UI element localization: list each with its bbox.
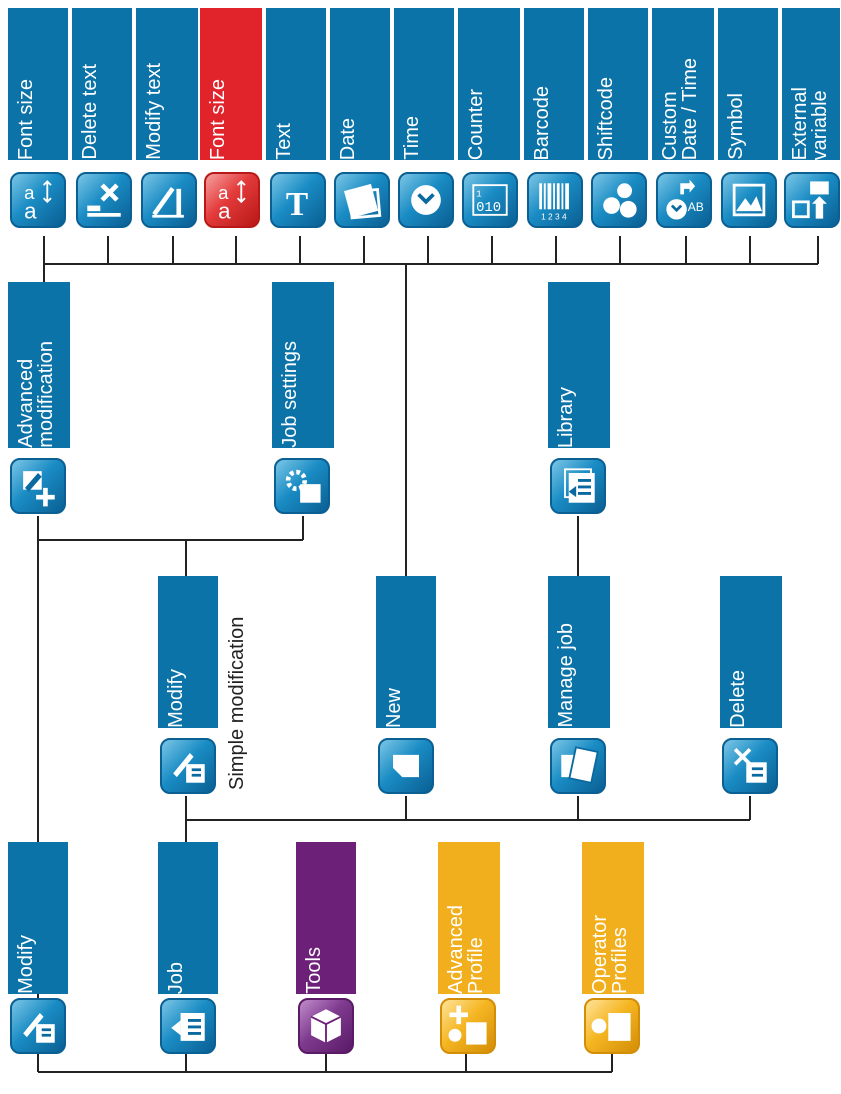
tools-cube-icon[interactable] [298,998,354,1054]
external-variable-icon[interactable] [784,172,840,228]
top-label-shiftcode: Shiftcode [588,8,648,160]
top-label-symbol: Symbol [718,8,778,160]
svg-text:010: 010 [476,200,501,216]
svg-text:a: a [218,182,229,203]
label-tools: Tools [296,842,356,994]
svg-text:a: a [24,182,35,203]
top-label-date: Date [330,8,390,160]
top-label-counter: Counter [458,8,520,160]
delete-job-icon[interactable] [722,738,778,794]
job-settings-icon[interactable] [274,458,330,514]
label-new: New [376,576,436,728]
label-job-settings: Job settings [272,282,334,448]
top-label-modify-text: Modify text [136,8,198,160]
svg-text:T: T [286,186,308,223]
custom-date-time-icon[interactable]: AB [656,172,712,228]
library-icon[interactable] [550,458,606,514]
shiftcode-icon[interactable] [591,172,647,228]
top-label-time: Time [394,8,454,160]
label-advanced-profile: Advanced Profile [438,842,500,994]
barcode-icon[interactable]: 1 2 3 4 [527,172,583,228]
delete-text-icon[interactable] [76,172,132,228]
top-label-font-size-active: Font size [200,8,262,160]
manage-job-icon[interactable] [550,738,606,794]
operator-profiles-icon[interactable] [584,998,640,1054]
text-icon[interactable]: T [270,172,326,228]
calendar-icon[interactable] [334,172,390,228]
label-job: Job [158,842,218,994]
label-manage-job: Manage job [548,576,610,728]
advanced-modification-icon[interactable] [10,458,66,514]
symbol-icon[interactable] [721,172,777,228]
label-modify: Modify [8,842,68,994]
svg-text:a: a [24,199,37,224]
clock-icon[interactable] [398,172,454,228]
top-label-external-variable: External variable [782,8,840,160]
label-modify-job: Modify [158,576,218,728]
label-operator-profiles: Operator Profiles [582,842,644,994]
top-label-text: Text [266,8,326,160]
top-label-delete-text: Delete text [72,8,132,160]
svg-text:1: 1 [476,188,482,199]
job-icon[interactable] [160,998,216,1054]
modify-text-icon[interactable] [141,172,197,228]
svg-text:a: a [218,199,231,224]
label-delete: Delete [720,576,782,728]
modify-job-icon[interactable] [160,738,216,794]
simple-modification-note: Simple modification [226,616,248,790]
top-label-custom-date-time: Custom Date / Time [652,8,714,160]
top-label-font-size: Font size [8,8,68,160]
modify-icon[interactable] [10,998,66,1054]
new-job-icon[interactable] [378,738,434,794]
svg-text:1 2 3 4: 1 2 3 4 [541,212,567,222]
svg-text:AB: AB [688,200,704,214]
top-label-barcode: Barcode [524,8,584,160]
label-library: Library [548,282,610,448]
advanced-profile-icon[interactable] [440,998,496,1054]
label-advanced-modification: Advanced modification [8,282,70,448]
